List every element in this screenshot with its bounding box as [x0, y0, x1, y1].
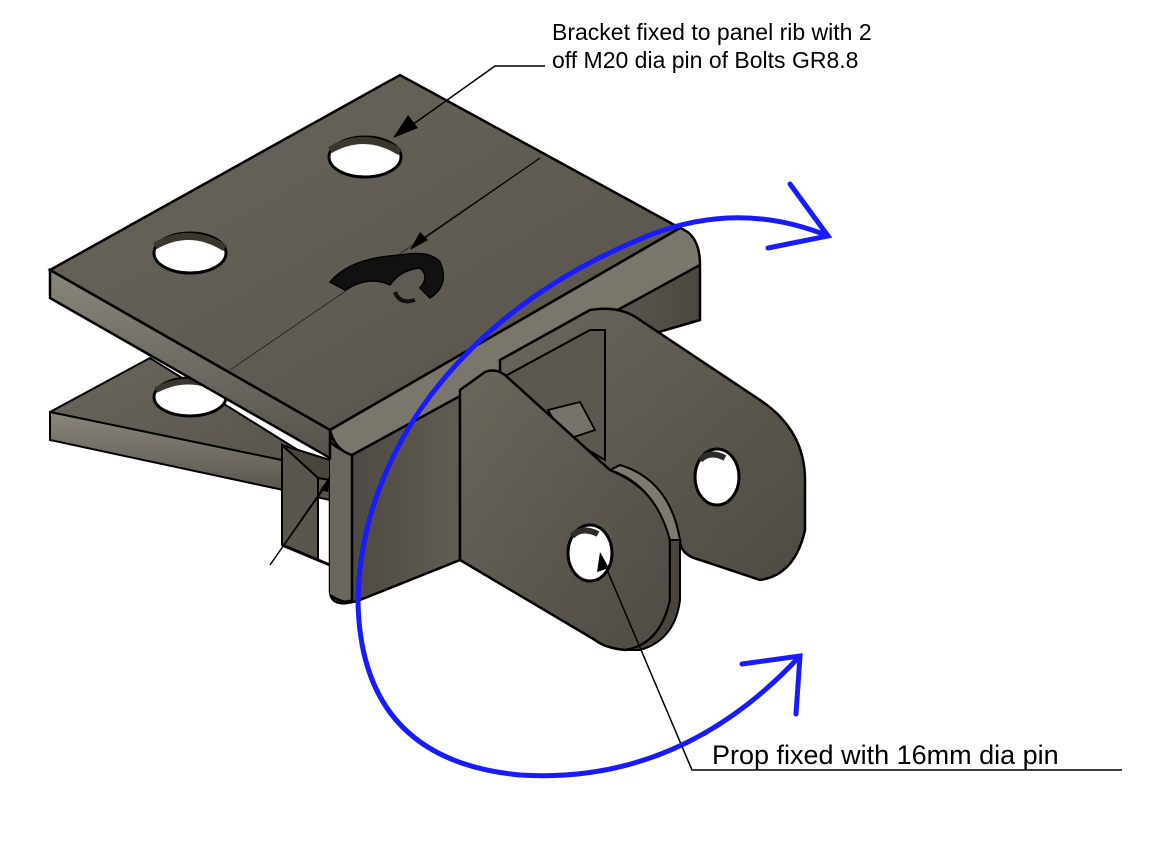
weld-symbol-icon — [328, 252, 445, 304]
leader-arrow-icon — [597, 552, 609, 572]
clevis-lug — [458, 307, 807, 652]
bracket-callout: Bracket fixed to panel rib with 2 off M2… — [552, 18, 872, 74]
back-lug-hole — [693, 447, 741, 507]
rotation-arrow-icon — [355, 181, 833, 779]
bracket-callout-line2: off M20 dia pin of Bolts GR8.8 — [552, 47, 859, 73]
leader-lines — [269, 65, 1122, 771]
leader-arrow-icon — [320, 476, 330, 492]
leader-arrow-icon — [393, 115, 418, 138]
prop-callout: Prop fixed with 16mm dia pin — [712, 740, 1059, 770]
top-plate — [47, 73, 702, 461]
bracket-callout-line1: Bracket fixed to panel rib with 2 — [552, 19, 872, 45]
leader-arrow-icon — [410, 232, 428, 250]
